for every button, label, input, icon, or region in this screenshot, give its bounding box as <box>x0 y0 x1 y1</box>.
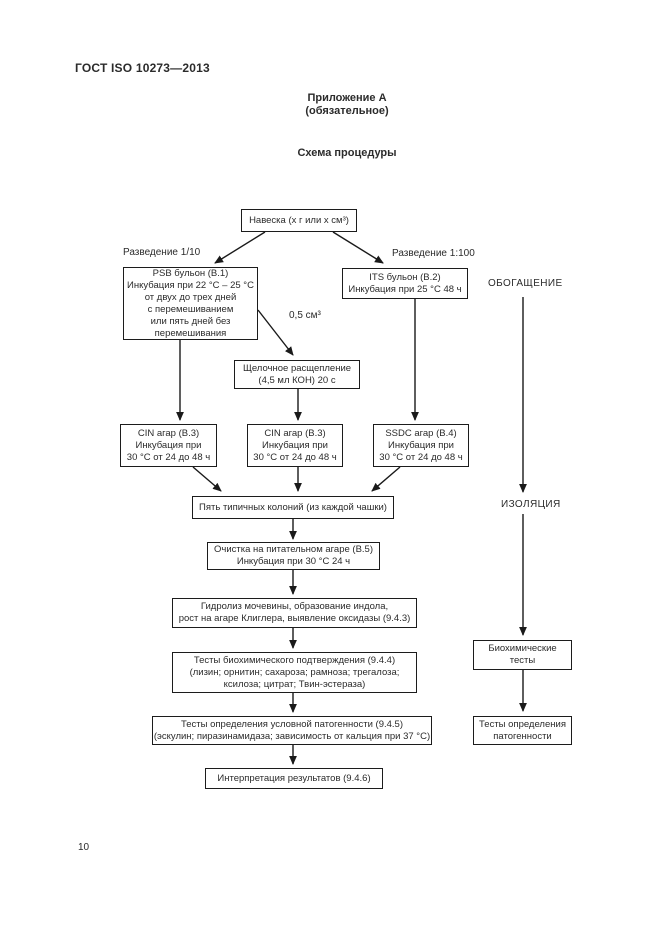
node-interpretation: Интерпретация результатов (9.4.6) <box>205 768 383 789</box>
arrow-sample-to-its <box>332 231 384 264</box>
label-enrichment: ОБОГАЩЕНИЕ <box>488 278 563 289</box>
appendix-subtitle: (обязательное) <box>305 105 389 117</box>
arrow-psb-to-alkaline <box>257 309 294 356</box>
node-conditional-pathogenicity: Тесты определения условной патогенности … <box>152 716 432 745</box>
node-alkaline-treatment: Щелочное расщепление (4,5 мл КОН) 20 с <box>234 360 360 389</box>
appendix-title: Приложение А <box>307 92 387 104</box>
node-its-broth: ITS бульон (В.2) Инкубация при 25 °С 48 … <box>342 268 468 299</box>
node-purification: Очистка на питательном агаре (В.5) Инкуб… <box>207 542 380 570</box>
node-sample: Навеска (х г или х см³) <box>241 209 357 232</box>
label-dilution-1-10: Разведение 1/10 <box>123 247 201 258</box>
arrow-ssdc-to-colonies <box>371 466 401 492</box>
document-number: ГОСТ ISO 10273—2013 <box>75 61 210 75</box>
node-cin-agar-left: CIN агар (В.3) Инкубация при 30 °С от 24… <box>120 424 217 467</box>
label-isolation: ИЗОЛЯЦИЯ <box>501 499 561 510</box>
page-number: 10 <box>78 842 90 853</box>
node-biochemical-confirmation: Тесты биохимического подтверждения (9.4.… <box>172 652 417 693</box>
node-psb-broth: PSB бульон (В.1) Инкубация при 22 °С – 2… <box>123 267 258 340</box>
arrow-cin-left-to-colonies <box>192 466 222 492</box>
label-volume-0-5-cm3: 0,5 см³ <box>289 310 321 321</box>
node-hydrolysis: Гидролиз мочевины, образование индола, р… <box>172 598 417 628</box>
appendix-heading: Приложение А (обязательное) <box>197 92 497 118</box>
node-ssdc-agar: SSDC агар (В.4) Инкубация при 30 °С от 2… <box>373 424 469 467</box>
node-biochemical-tests-side: Биохимические тесты <box>473 640 572 670</box>
node-cin-agar-middle: CIN агар (В.3) Инкубация при 30 °С от 24… <box>247 424 343 467</box>
node-pathogenicity-tests-side: Тесты определения патогенности <box>473 716 572 745</box>
arrow-sample-to-psb <box>214 231 266 264</box>
label-dilution-1-100: Разведение 1:100 <box>392 248 475 259</box>
node-five-colonies: Пять типичных колоний (из каждой чашки) <box>192 496 394 519</box>
scheme-title: Схема процедуры <box>297 147 397 159</box>
